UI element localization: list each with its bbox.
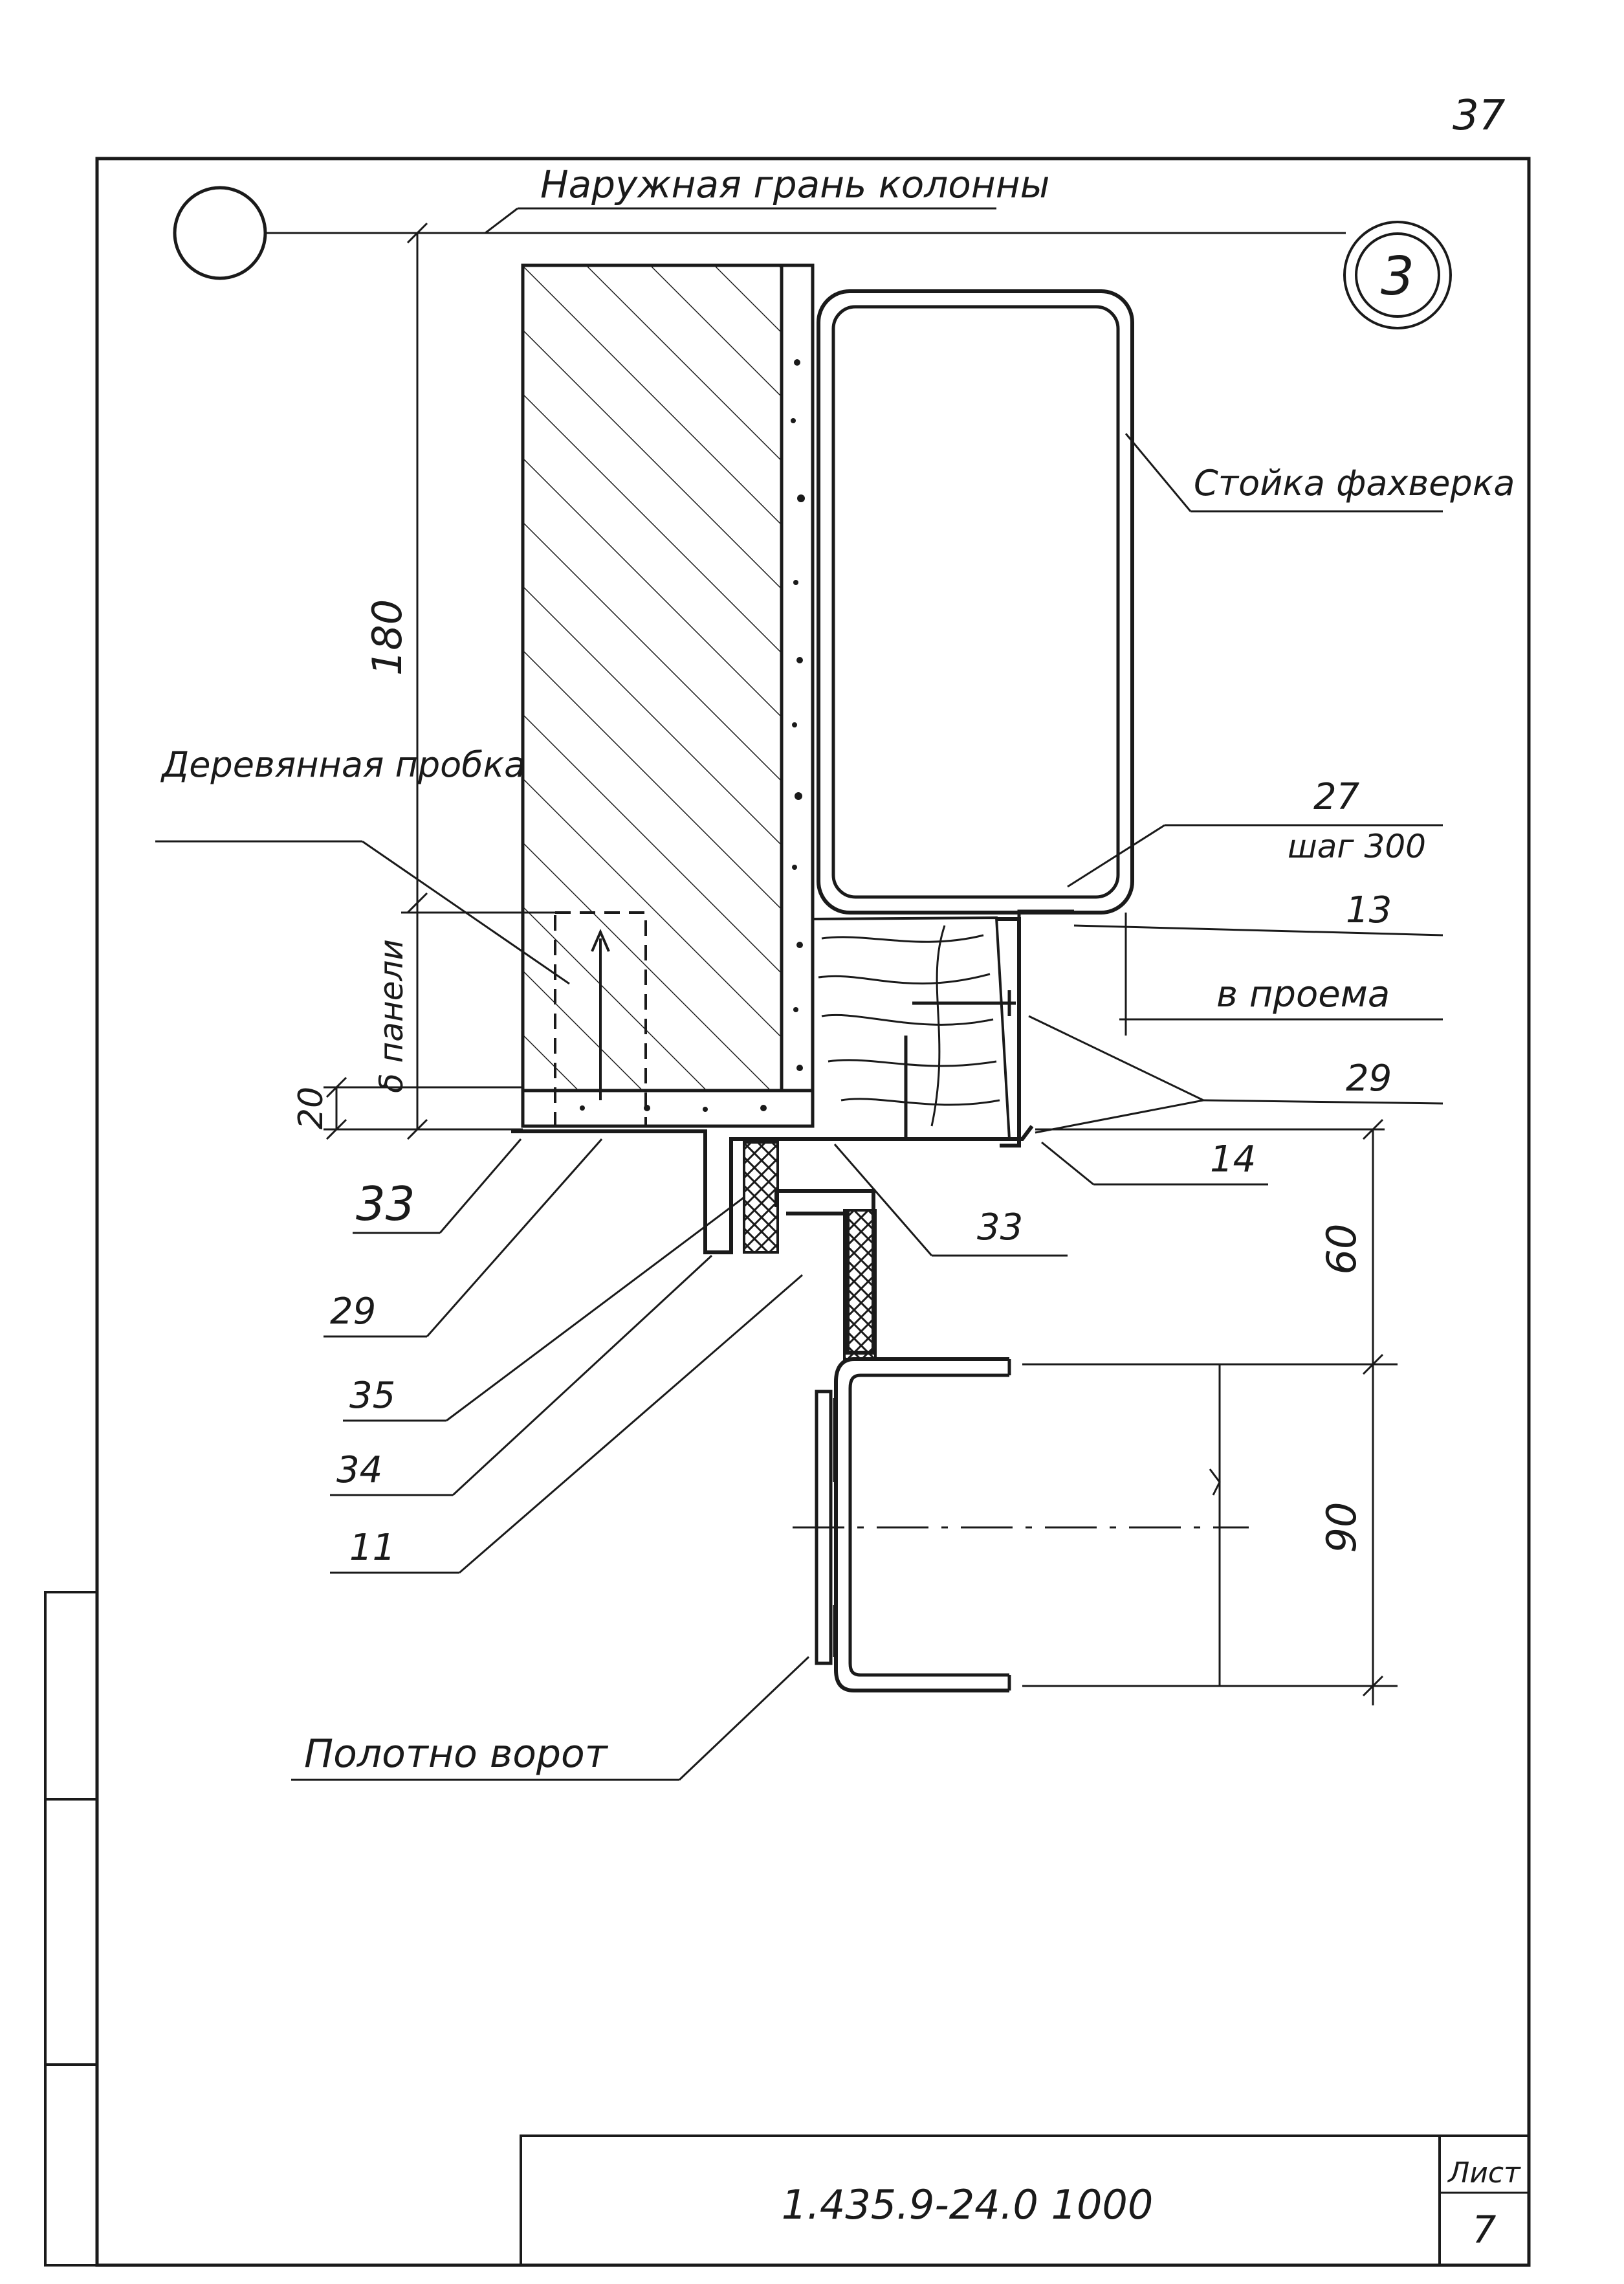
callout-29-right: 29 — [1346, 1058, 1392, 1100]
page-number: 37 — [1453, 92, 1506, 140]
dim-20: 20 — [292, 1087, 331, 1129]
callout-33-middle: 33 — [977, 1206, 1023, 1248]
callout-33-left: 33 — [356, 1177, 415, 1231]
plaster-layer — [780, 263, 815, 1128]
reference-circle — [173, 186, 267, 280]
callout-14: 14 — [1210, 1138, 1256, 1181]
post-label: Стойка фахверка — [1194, 463, 1515, 504]
wood-plug — [554, 911, 647, 1127]
callout-34: 34 — [336, 1449, 382, 1491]
seal-gate — [843, 1209, 877, 1360]
dim-60: 60 — [1318, 1224, 1365, 1275]
dim-180: 180 — [364, 599, 411, 676]
post-inner — [831, 305, 1120, 899]
wood-insert — [812, 916, 1011, 1140]
column-face-label: Наружная грань колонны — [540, 162, 1049, 206]
bottom-flashing — [511, 1125, 1034, 1254]
gate-leaf-section — [815, 1357, 1011, 1692]
sheet-number: 7 — [1473, 2208, 1497, 2252]
pitch-27-label: шаг 300 — [1288, 828, 1426, 865]
plaster-bottom — [521, 1089, 815, 1128]
brick-column — [521, 263, 784, 1092]
plaster-speckles — [580, 359, 805, 1112]
detail-marker — [1343, 221, 1452, 329]
post-outer — [817, 289, 1134, 915]
left-binding-strip — [44, 1591, 98, 2267]
callout-13: 13 — [1346, 889, 1392, 931]
callout-35: 35 — [349, 1375, 395, 1417]
opening-label: в проема — [1216, 973, 1390, 1015]
dim-90: 90 — [1318, 1502, 1365, 1553]
callout-29-left: 29 — [330, 1291, 376, 1333]
wood-plug-label: Деревянная пробка — [160, 744, 525, 785]
gate-leaf-label: Полотно ворот — [304, 1731, 609, 1777]
callout-11: 11 — [349, 1527, 395, 1569]
document-code: 1.435.9-24.0 1000 — [782, 2181, 1154, 2228]
sheet-label: Лист — [1447, 2156, 1521, 2190]
title-block — [520, 2134, 1530, 2267]
angle-clip — [996, 917, 1021, 1148]
detail-number: 3 — [1381, 246, 1414, 307]
seal-35 — [743, 1141, 779, 1254]
callout-27: 27 — [1313, 776, 1360, 818]
panel-thickness-label: δ панели — [373, 939, 410, 1093]
